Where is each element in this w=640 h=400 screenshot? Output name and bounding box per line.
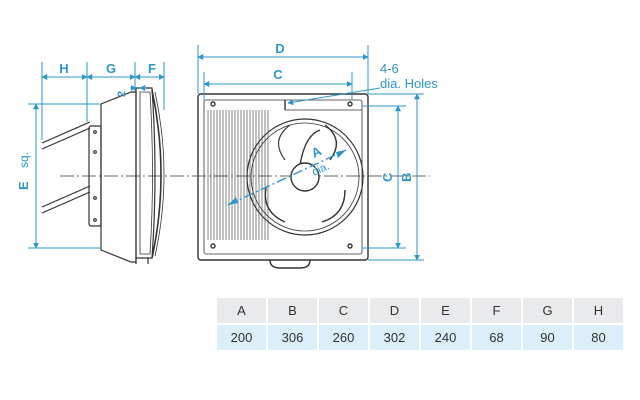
header-cell: B [268,298,317,323]
label-sq: sq. [17,152,31,168]
header-cell: G [523,298,572,323]
header-cell: D [370,298,419,323]
label-B: B [399,173,414,182]
label-holes: 4-6 [380,61,399,76]
dim-A-line [227,149,347,206]
label-H: H [59,61,68,76]
value-cell: 306 [268,325,317,350]
label-C-side: C [380,172,395,182]
value-cell: 260 [319,325,368,350]
header-cell: E [421,298,470,323]
label-F: F [148,61,156,76]
table-header-row: A B C D E F G H [217,298,623,323]
holes-leader [287,87,381,106]
value-cell: 80 [574,325,623,350]
header-cell: H [574,298,623,323]
fan-dimension-drawing: H G F D C 4-6 dia. Holes 2 E sq. A dia. … [16,41,438,269]
value-cell: 302 [370,325,419,350]
label-C-top: C [273,67,283,82]
value-cell: 240 [421,325,470,350]
label-G: G [106,61,116,76]
dimension-table: A B C D E F G H 200 306 260 302 240 68 9… [215,296,625,352]
header-cell: C [319,298,368,323]
header-cell: F [472,298,521,323]
label-2: 2 [116,91,128,97]
label-A: A [309,143,324,161]
table-value-row: 200 306 260 302 240 68 90 80 [217,325,623,350]
front-view [197,93,369,269]
label-holes-2: dia. Holes [380,76,438,91]
value-cell: 90 [523,325,572,350]
value-cell: 68 [472,325,521,350]
value-cell: 200 [217,325,266,350]
header-cell: A [217,298,266,323]
label-D: D [275,41,284,56]
label-E: E [16,181,31,190]
